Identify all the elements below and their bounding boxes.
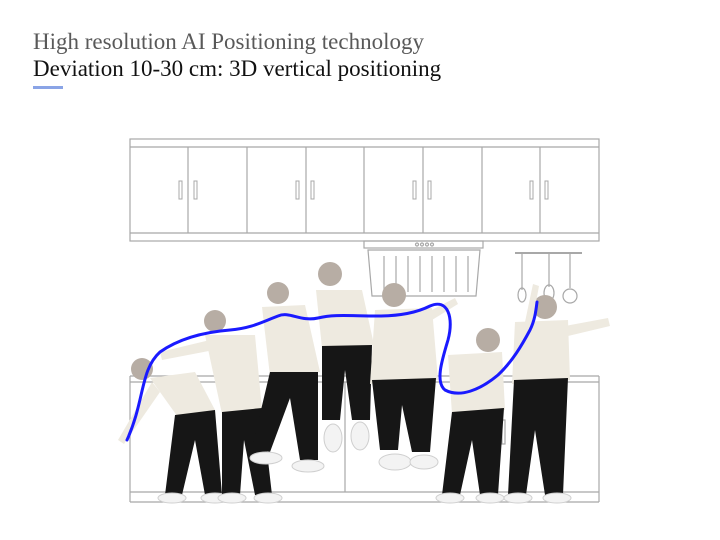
slide-title: High resolution AI Positioning technolog… bbox=[33, 29, 424, 54]
figure-3 bbox=[249, 282, 325, 473]
person-sequence bbox=[118, 262, 610, 504]
range-hood bbox=[363, 240, 484, 297]
figure-1 bbox=[118, 358, 230, 504]
figure-5 bbox=[370, 283, 458, 471]
figure-4 bbox=[316, 262, 374, 453]
figure-6 bbox=[435, 328, 505, 504]
cabinet-handles bbox=[178, 180, 549, 200]
title-accent-bar bbox=[33, 86, 63, 89]
figure-7 bbox=[503, 284, 610, 504]
slide-subtitle: Deviation 10-30 cm: 3D vertical position… bbox=[33, 56, 442, 81]
utensil-rail bbox=[515, 252, 582, 304]
upper-cabinet-doors bbox=[187, 147, 541, 233]
positioning-trajectory bbox=[125, 300, 539, 442]
